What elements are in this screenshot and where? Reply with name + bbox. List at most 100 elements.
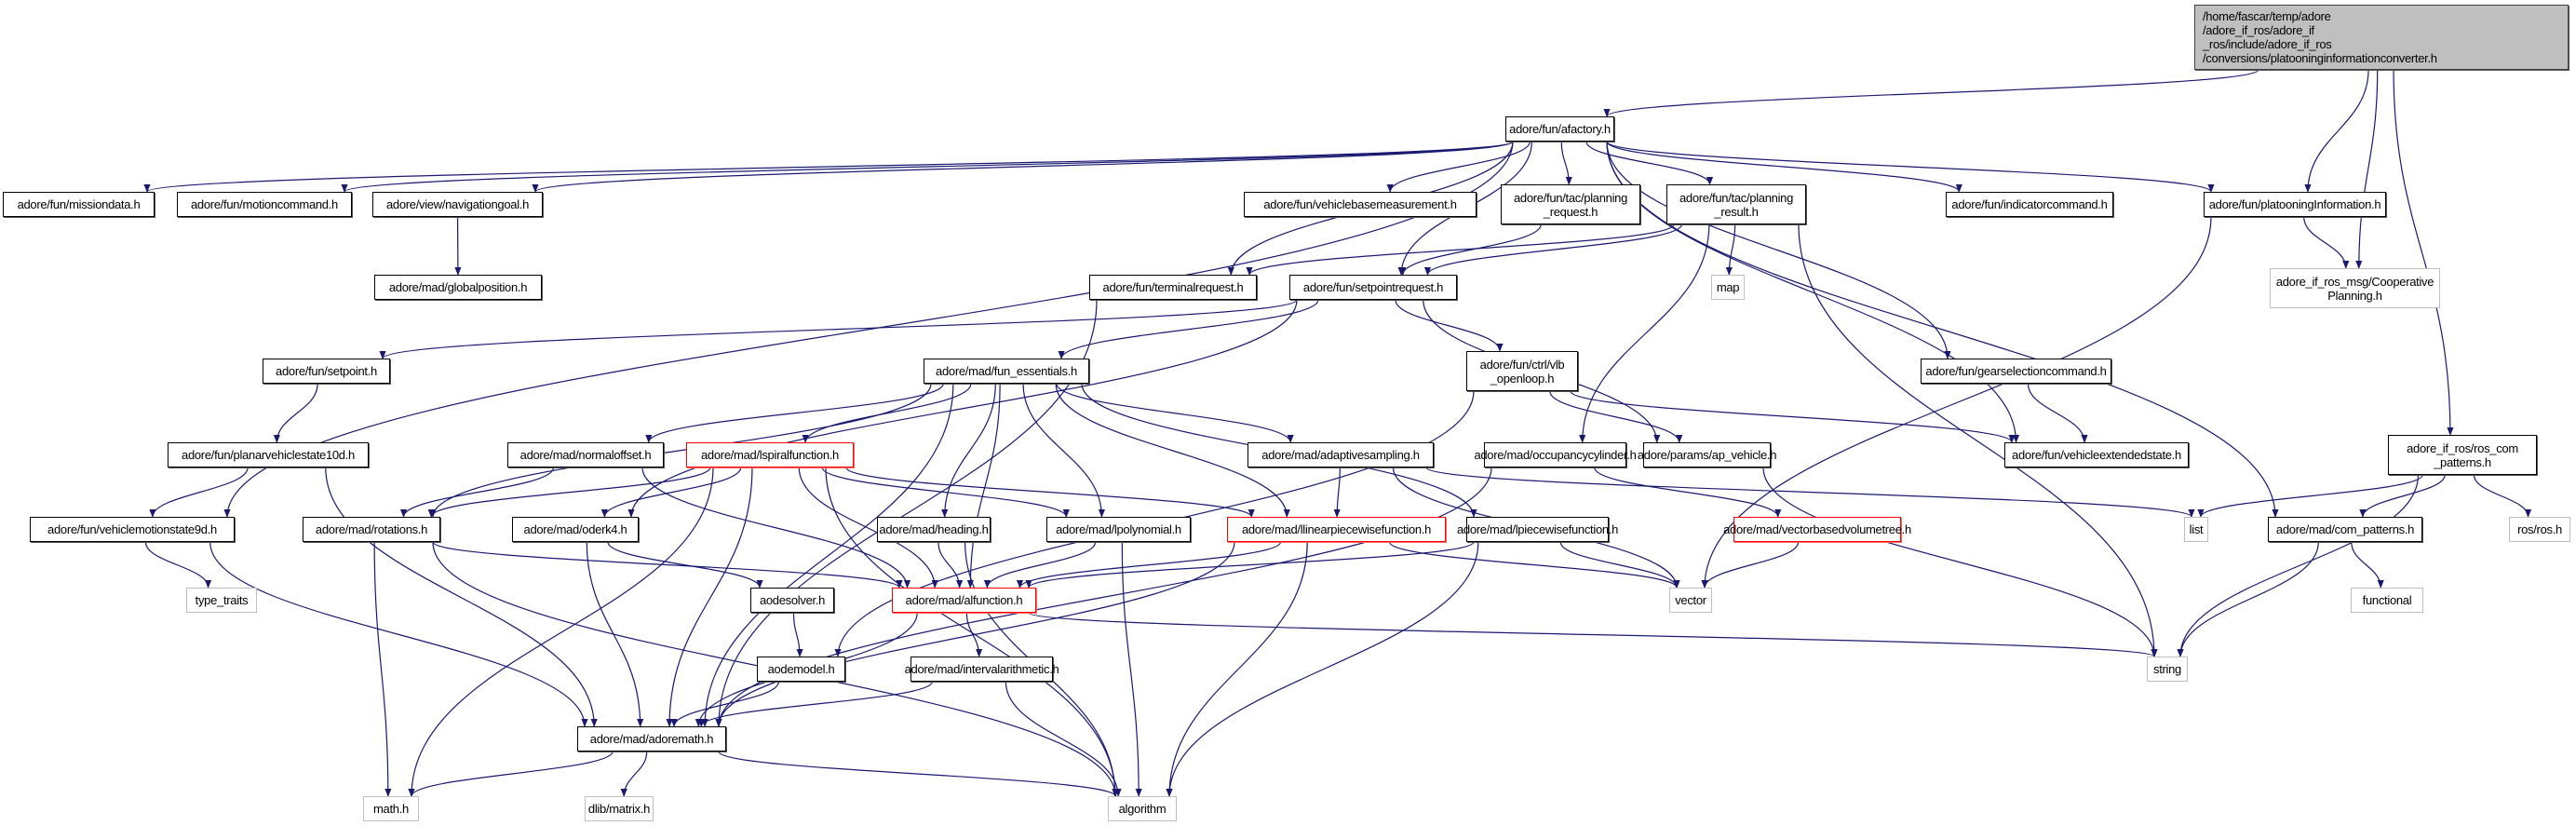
edge-ap_vehicle-to-string <box>1762 467 2158 657</box>
node-vehicleextendedstate[interactable]: adore/fun/vehicleextendedstate.h <box>2004 442 2189 467</box>
edge-lpiecewisefunction-to-alfunction <box>1025 541 1475 589</box>
edge-occupancycylinder-to-vectorbasedvolumetree <box>1594 467 1782 518</box>
edge-lpolynomial-to-alfunction <box>983 541 1097 589</box>
node-navigationgoal[interactable]: adore/view/navigationgoal.h <box>372 192 543 217</box>
node-cooperativeplanning: adore_if_ros_msg/Cooperative Planning.h <box>2270 268 2440 308</box>
edge-setpointrequest-to-vlb_openloop <box>1395 299 1504 352</box>
node-fun-essentials[interactable]: adore/mad/fun_essentials.h <box>924 359 1089 384</box>
node-vlb-openloop[interactable]: adore/fun/ctrl/vlb _openloop.h <box>1466 351 1578 391</box>
edge-vectorbasedvolumetree-to-vector <box>1701 541 1800 589</box>
edge-ros_com_patterns-to-string <box>2177 474 2420 657</box>
node-intervalarithmetic[interactable]: adore/mad/intervalarithmetic.h <box>905 657 1059 682</box>
edge-afactory-to-platooninginformation <box>1606 141 2215 193</box>
node-missiondata[interactable]: adore/fun/missiondata.h <box>3 192 155 217</box>
node-vehiclebasemeasurement[interactable]: adore/fun/vehiclebasemeasurement.h <box>1244 192 1477 217</box>
node-adoremath[interactable]: adore/mad/adoremath.h <box>577 726 726 752</box>
edge-lspiralfunction-to-llinearpiecewisefunction <box>845 467 1255 518</box>
edge-fun_essentials-to-lpolynomial <box>1022 383 1106 518</box>
edge-planning_result-to-occupancycylinder <box>1579 223 1710 443</box>
node-platooninginformation[interactable]: adore/fun/platooningInformation.h <box>2204 192 2386 217</box>
node-occupancycylinder[interactable]: adore/mad/occupancycylinder.h <box>1474 442 1637 467</box>
edge-setpoint-to-planarvehiclestate10d <box>273 383 318 443</box>
edge-fun_essentials-to-lspiralfunction <box>802 383 972 443</box>
node-normaloffset[interactable]: adore/mad/normaloffset.h <box>507 442 664 467</box>
edge-fun_essentials-to-normaloffset <box>645 383 944 443</box>
edge-root-to-afactory <box>1603 69 2259 117</box>
edge-normaloffset-to-rotations <box>399 467 555 518</box>
edge-fun_essentials-to-rotations <box>429 383 932 518</box>
node-indicatorcommand[interactable]: adore/fun/indicatorcommand.h <box>1946 192 2113 217</box>
edge-vlb_openloop-to-vehicleextendedstate <box>1570 390 2016 443</box>
edge-setpointrequest-to-oderk4 <box>627 299 1298 518</box>
edge-vehiclemotionstate9d-to-adoremath <box>209 541 588 727</box>
edge-rotations-to-alfunction <box>432 541 903 589</box>
edge-afactory-to-vehiclebasemeasurement <box>1386 141 1531 193</box>
edge-planning_result-to-map <box>1725 223 1736 276</box>
node-ros-com-patterns[interactable]: adore_if_ros/ros_com _patterns.h <box>2388 435 2537 475</box>
node-aodesolver[interactable]: aodesolver.h <box>750 588 834 613</box>
node-lpolynomial[interactable]: adore/mad/lpolynomial.h <box>1046 517 1191 542</box>
node-planning-result[interactable]: adore/fun/tac/planning _result.h <box>1666 184 1806 224</box>
edge-planning_result-to-setpointrequest <box>1423 223 1683 276</box>
edge-fun_essentials-to-adoremath <box>701 383 954 727</box>
edge-lpolynomial-to-algorithm <box>1121 541 1142 797</box>
node-functional: functional <box>2351 588 2423 613</box>
node-algorithm: algorithm <box>1108 796 1177 821</box>
node-terminalrequest[interactable]: adore/fun/terminalrequest.h <box>1089 275 1257 300</box>
edge-vlb_openloop-to-ap_vehicle <box>1549 390 1683 443</box>
edge-afactory-to-planning_request <box>1560 141 1572 185</box>
node-lpiecewisefunction[interactable]: adore/mad/lpiecewisefunction.h <box>1457 517 1618 542</box>
edge-root-to-platooninginformation <box>2304 69 2369 193</box>
node-alfunction[interactable]: adore/mad/alfunction.h <box>892 588 1036 613</box>
edge-fun_essentials-to-alfunction <box>966 383 1001 589</box>
edge-lspiralfunction-to-algorithm <box>825 467 1119 797</box>
edge-com_patterns-to-functional <box>2351 541 2384 589</box>
edge-gearselectioncommand-to-vehicleextendedstate <box>2027 383 2088 443</box>
edge-afactory-to-gearselectioncommand <box>1606 141 1951 359</box>
node-list: list <box>2184 517 2208 542</box>
node-planarvehiclestate10d[interactable]: adore/fun/planarvehiclestate10d.h <box>168 442 369 467</box>
node-vectorbasedvolumetree[interactable]: adore/mad/vectorbasedvolumetree.h <box>1723 517 1911 542</box>
edge-lspiralfunction-to-math <box>408 467 714 797</box>
node-afactory[interactable]: adore/fun/afactory.h <box>1505 116 1614 142</box>
edge-aodesolver-to-aodemodel <box>792 612 803 657</box>
node-heading[interactable]: adore/mad/heading.h <box>877 517 991 542</box>
node-rotations[interactable]: adore/mad/rotations.h <box>303 517 440 542</box>
node-motioncommand[interactable]: adore/fun/motioncommand.h <box>177 192 352 217</box>
node-aodemodel[interactable]: aodemodel.h <box>757 657 845 682</box>
node-llinearpiecewisefunction[interactable]: adore/mad/llinearpiecewisefunction.h <box>1227 517 1446 542</box>
node-adaptivesampling[interactable]: adore/mad/adaptivesampling.h <box>1248 442 1434 467</box>
edge-root-to-ros_com_patterns <box>2393 69 2454 436</box>
edge-oderk4-to-adoremath <box>586 541 644 727</box>
edge-llinearpiecewisefunction-to-vector <box>1388 541 1680 589</box>
node-dlib-matrix: dlib/matrix.h <box>585 796 654 821</box>
node-setpoint[interactable]: adore/fun/setpoint.h <box>263 359 390 384</box>
edge-root-to-cooperativeplanning <box>2355 69 2379 269</box>
edge-oderk4-to-aodesolver <box>607 541 763 589</box>
edge-lspiralfunction-to-alfunction <box>798 467 938 589</box>
node-oderk4[interactable]: adore/mad/oderk4.h <box>512 517 639 542</box>
edge-afactory-to-navigationgoal <box>532 141 1514 193</box>
edge-ros_com_patterns-to-ros_ros <box>2473 474 2532 518</box>
node-planning-request[interactable]: adore/fun/tac/planning _request.h <box>1501 184 1640 224</box>
node-gearselectioncommand[interactable]: adore/fun/gearselectioncommand.h <box>1921 359 2111 384</box>
edge-adoremath-to-algorithm <box>718 751 1119 797</box>
edge-vehiclemotionstate9d-to-type_traits <box>144 541 212 589</box>
node-vehiclemotionstate9d[interactable]: adore/fun/vehiclemotionstate9d.h <box>30 517 235 542</box>
edge-alfunction-to-intervalarithmetic <box>965 612 983 657</box>
edge-adaptivesampling-to-llinearpiecewisefunction <box>1333 467 1341 518</box>
node-globalposition[interactable]: adore/mad/globalposition.h <box>374 275 542 300</box>
node-setpointrequest[interactable]: adore/fun/setpointrequest.h <box>1289 275 1457 300</box>
node-ros-ros: ros/ros.h <box>2509 517 2570 542</box>
node-ap-vehicle[interactable]: adore/params/ap_vehicle.h <box>1638 442 1776 467</box>
node-type-traits: type_traits <box>186 588 257 613</box>
node-map: map <box>1711 275 1745 300</box>
node-root-file[interactable]: /home/fascar/temp/adore /adore_if_ros/ad… <box>2194 5 2569 70</box>
edge-afactory-to-com_patterns <box>1606 141 2279 518</box>
node-com-patterns[interactable]: adore/mad/com_patterns.h <box>2268 517 2422 542</box>
edge-planarvehiclestate10d-to-adoremath <box>325 467 598 727</box>
node-lspiralfunction[interactable]: adore/mad/lspiralfunction.h <box>686 442 854 467</box>
edge-occupancycylinder-to-adoremath <box>715 467 1492 727</box>
edge-llinearpiecewisefunction-to-algorithm <box>1166 541 1308 797</box>
